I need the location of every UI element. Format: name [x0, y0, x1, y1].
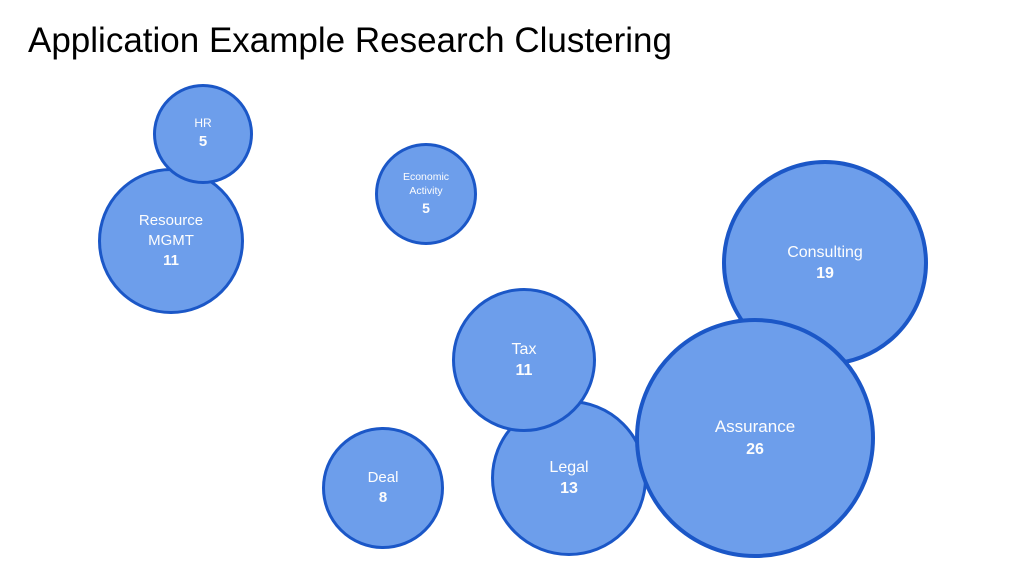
bubble-tax-value: 11 [515, 362, 533, 379]
bubble-assurance: Assurance 26 [635, 318, 875, 558]
bubble-economic-activity: Economic Activity 5 [375, 143, 477, 245]
bubble-resource-mgmt-text: Resource MGMT 11 [129, 211, 213, 270]
bubble-resource-mgmt-value: 11 [163, 251, 179, 269]
bubble-assurance-text: Assurance 26 [715, 416, 795, 460]
bubble-deal-text: Deal 8 [368, 468, 399, 508]
bubble-resource-mgmt-label: Resource MGMT [138, 212, 204, 250]
bubble-consulting-value: 19 [816, 265, 834, 282]
bubble-economic-activity-value: 5 [422, 199, 430, 216]
bubble-consulting-label: Consulting [787, 243, 863, 261]
bubble-resource-mgmt: Resource MGMT 11 [98, 168, 244, 314]
bubble-deal-value: 8 [378, 489, 388, 506]
bubble-economic-activity-label: Economic Activity [402, 170, 450, 197]
bubble-economic-activity-text: Economic Activity 5 [396, 171, 456, 217]
bubble-legal-value: 13 [560, 480, 578, 497]
bubble-deal: Deal 8 [322, 427, 444, 549]
bubble-hr-text: HR 5 [194, 116, 211, 152]
bubble-legal-text: Legal 13 [549, 457, 588, 499]
bubble-tax: Tax 11 [452, 288, 596, 432]
bubble-assurance-label: Assurance [714, 417, 796, 437]
bubble-tax-label: Tax [511, 340, 537, 358]
bubble-hr-label: HR [194, 116, 212, 131]
bubble-tax-text: Tax 11 [512, 339, 537, 381]
bubble-deal-label: Deal [367, 469, 399, 487]
bubble-legal-label: Legal [549, 458, 589, 476]
page-title: Application Example Research Clustering [28, 21, 672, 60]
bubble-hr: HR 5 [153, 84, 253, 184]
bubble-hr-value: 5 [198, 133, 208, 151]
bubble-consulting-text: Consulting 19 [787, 242, 863, 284]
bubble-assurance-value: 26 [746, 440, 764, 458]
